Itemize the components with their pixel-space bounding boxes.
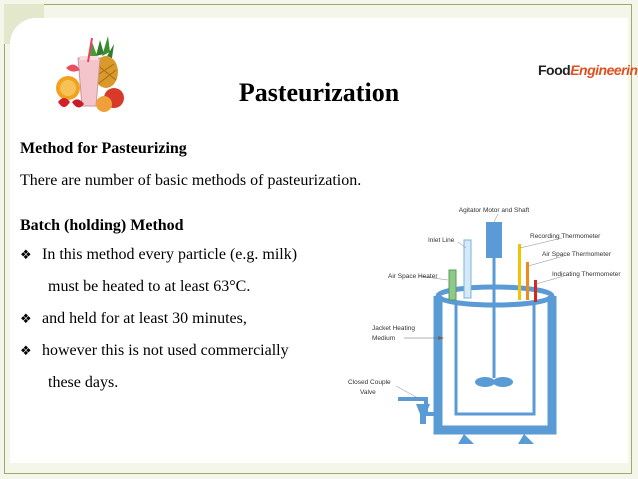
bullet-1-line-2: must be heated to at least 63°C. bbox=[48, 278, 251, 295]
recording-thermometer bbox=[518, 244, 521, 300]
bullet-3-line-1: however this is not used commercially bbox=[42, 342, 289, 359]
section-heading: Method for Pasteurizing bbox=[20, 140, 187, 157]
jacket-outer bbox=[433, 296, 557, 435]
air-space-heater bbox=[448, 269, 457, 301]
agitator-blade-left bbox=[475, 377, 495, 387]
brand-part-food: Food bbox=[538, 62, 571, 78]
bullet-item-1: ❖ In this method every particle (e.g. mil… bbox=[20, 246, 297, 264]
bullet-item-2: ❖ and held for at least 30 minutes, bbox=[20, 310, 247, 328]
bullet-item-3: ❖ however this is not used commercially bbox=[20, 342, 289, 360]
brand-part-engineering: Engineering bbox=[570, 62, 638, 78]
intro-text: There are number of basic methods of pas… bbox=[20, 172, 362, 189]
label-air-space-thermometer: Air Space Thermometer bbox=[542, 251, 612, 258]
agitator-blade-right bbox=[493, 377, 513, 387]
bullet-1-line-1: In this method every particle (e.g. milk… bbox=[42, 246, 298, 263]
air-space-thermometer bbox=[526, 262, 529, 300]
label-jacket-medium: Medium bbox=[372, 335, 395, 342]
vessel-foot-left bbox=[458, 434, 474, 444]
label-jacket-heating: Jacket Heating bbox=[372, 325, 415, 332]
food-engineering-brand-logo: FoodEngineering bbox=[538, 62, 638, 78]
inlet-line bbox=[463, 239, 472, 299]
label-valve: Valve bbox=[360, 389, 376, 396]
slide-title-text: Pasteurization bbox=[238, 78, 400, 107]
bullet-2-line-1: and held for at least 30 minutes, bbox=[42, 310, 247, 327]
label-inlet-line: Inlet Line bbox=[428, 237, 455, 244]
label-recording-thermometer: Recording Thermometer bbox=[530, 233, 601, 240]
closed-couple-valve-icon bbox=[416, 404, 430, 414]
label-closed-couple: Closed Couple bbox=[348, 379, 391, 386]
bullet-3-line-2: these days. bbox=[48, 374, 119, 391]
vessel-foot-right bbox=[518, 434, 534, 444]
fruit-smoothie-logo-icon bbox=[56, 36, 124, 112]
agitator-motor bbox=[486, 222, 502, 258]
diamond-bullet-icon: ❖ bbox=[20, 312, 32, 327]
batch-pasteurizer-diagram: Agitator Motor and Shaft Inlet Line Reco… bbox=[348, 207, 621, 444]
label-agitator: Agitator Motor and Shaft bbox=[459, 207, 530, 214]
diamond-bullet-icon: ❖ bbox=[20, 344, 32, 359]
label-air-space-heater: Air Space Heater bbox=[388, 273, 438, 280]
diamond-bullet-icon: ❖ bbox=[20, 248, 32, 263]
inner-vessel bbox=[454, 304, 536, 416]
method-heading: Batch (holding) Method bbox=[20, 217, 184, 234]
indicating-thermometer bbox=[534, 280, 537, 302]
slide-title: Pasteurization bbox=[0, 78, 638, 108]
label-indicating-thermometer: Indicating Thermometer bbox=[552, 271, 621, 278]
